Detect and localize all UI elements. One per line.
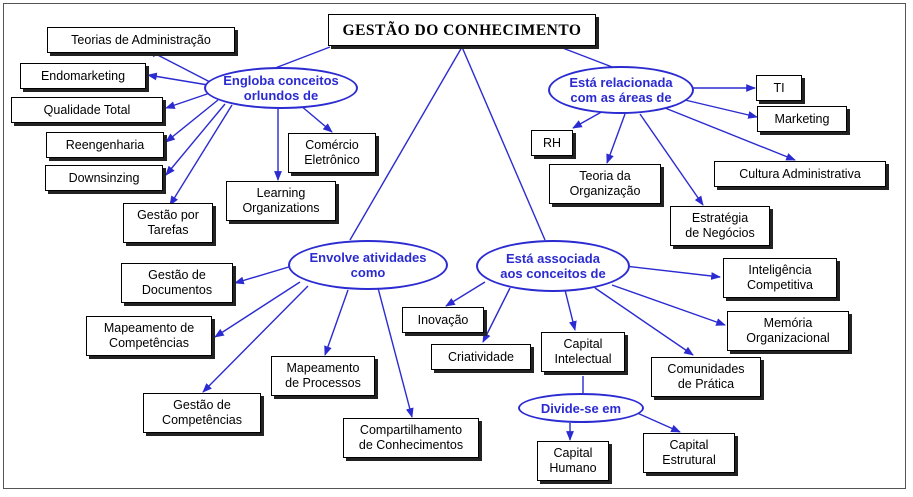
box-criatividade: Criatividade <box>431 344 531 370</box>
link-envolve-mapeamento-comp <box>214 281 301 338</box>
link-title-associada <box>461 46 546 241</box>
box-inovacao: Inovação <box>402 307 484 333</box>
link-envolve-gestao-docs <box>234 265 293 285</box>
box-estrategia: Estratégia de Negócios <box>670 206 770 246</box>
box-capital-humano: Capital Humano <box>537 441 609 481</box>
link-envolve-compartilhamento <box>377 287 414 418</box>
link-relacionada-teoria <box>606 113 626 164</box>
link-associada-inovacao <box>445 281 486 307</box>
link-title-envolve <box>349 46 463 241</box>
box-teoria-org: Teoria da Organização <box>549 164 661 204</box>
page-title: GESTÃO DO CONHECIMENTO <box>328 14 596 46</box>
oval-associada: Está associada aos conceitos de <box>476 240 630 292</box>
box-mapeamento-proc: Mapeamento de Processos <box>271 356 375 396</box>
link-envolve-gestao-comp <box>202 285 309 393</box>
box-marketing: Marketing <box>757 106 847 132</box>
link-associada-capital <box>564 289 577 331</box>
link-engloba-gestao-tarefas <box>169 104 233 206</box>
box-downsizing: Downsinzing <box>45 165 163 191</box>
link-envolve-mapeamento-proc <box>324 289 349 356</box>
link-engloba-endomarketing <box>147 72 209 86</box>
link-relacionada-marketing <box>684 99 758 119</box>
box-gestao-docs: Gestão de Documentos <box>121 263 233 303</box>
link-engloba-comercio <box>299 104 333 133</box>
box-reengenharia: Reengenharia <box>46 132 164 158</box>
diagram-frame <box>3 3 906 489</box>
oval-relacionada: Está relacionada com as áreas de <box>548 66 694 114</box>
link-associada-comunidades <box>594 287 694 356</box>
link-associada-criatividade <box>482 287 511 343</box>
link-engloba-reengenharia <box>165 99 219 143</box>
box-rh: RH <box>531 130 573 156</box>
box-comunidades: Comunidades de Prática <box>651 357 761 397</box>
link-engloba-qualidade <box>165 92 211 109</box>
box-qualidade: Qualidade Total <box>11 97 163 123</box>
oval-envolve: Envolve atividades como <box>288 240 448 290</box>
box-memoria: Memória Organizacional <box>727 311 849 351</box>
box-compartilhamento: Compartilhamento de Conhecimentos <box>343 418 479 458</box>
oval-engloba: Engloba conceitos orlundos de <box>204 67 358 109</box>
link-divide-estrutural <box>634 411 681 433</box>
box-comercio: Comércio Eletrônico <box>288 133 376 173</box>
link-engloba-teorias <box>147 49 211 83</box>
link-engloba-downsizing <box>165 103 226 176</box>
box-inteligencia: Inteligência Competitiva <box>723 258 837 298</box>
box-capital-estrutural: Capital Estrutural <box>643 433 735 473</box>
link-relacionada-estrategia <box>639 113 704 206</box>
box-mapeamento-comp: Mapeamento de Competências <box>86 316 212 356</box>
box-teorias: Teorias de Administração <box>47 27 235 53</box>
link-relacionada-cultura <box>664 107 796 161</box>
box-endomarketing: Endomarketing <box>20 63 146 89</box>
link-associada-memoria <box>611 284 726 326</box>
link-associada-inteligencia <box>624 265 721 280</box>
box-cultura: Cultura Administrativa <box>714 161 886 187</box>
box-capital-intelectual: Capital Intelectual <box>541 332 625 372</box>
box-gestao-comp: Gestão de Competências <box>143 393 261 433</box>
box-ti: TI <box>756 75 802 101</box>
box-learning: Learning Organizations <box>226 181 336 221</box>
box-gestao-tarefas: Gestão por Tarefas <box>123 203 213 243</box>
oval-divide: Divide-se em <box>518 393 644 423</box>
